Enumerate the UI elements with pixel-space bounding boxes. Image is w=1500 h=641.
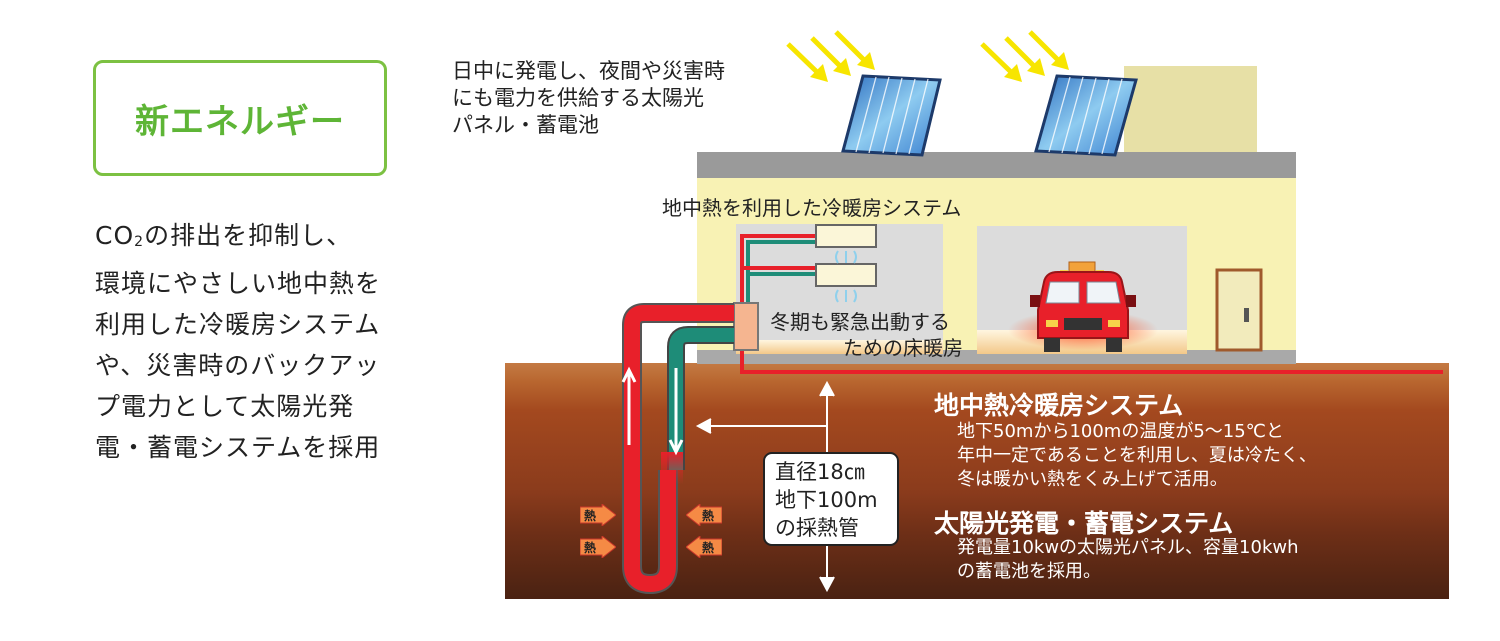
solar-note-line: パネル・蓄電池	[452, 113, 599, 137]
ac-unit	[815, 224, 877, 248]
solar-note-line: にも電力を供給する太陽光	[452, 86, 704, 110]
description-text: の排出を抑制し、	[144, 221, 353, 250]
geothermal-title: 地中熱冷暖房システム	[934, 391, 1184, 420]
depth-arrow-head-top	[819, 380, 835, 397]
solar-panel	[841, 74, 942, 157]
description-line: 利用した冷暖房システム	[95, 310, 381, 339]
door[interactable]	[1215, 268, 1263, 352]
solar-description: 発電量10kwの太陽光パネル、容量10kwh の蓄電池を採用。	[957, 536, 1299, 584]
office-floor	[736, 340, 943, 354]
heat-arrow-icon: 熱	[580, 504, 616, 526]
geothermal-description: 地下50mから100mの温度が5～15℃と 年中一定であることを利用し、夏は冷た…	[957, 420, 1317, 492]
geothermal-line: 年中一定であることを利用し、夏は冷たく、	[957, 445, 1317, 466]
floor-heating-pipe	[740, 350, 1443, 374]
flow-arrow-up	[621, 366, 637, 445]
solar-note-line: 日中に発電し、夜間や災害時	[452, 59, 725, 83]
pipe-info-line: の採熱管	[775, 516, 859, 540]
solar-title: 太陽光発電・蓄電システム	[934, 509, 1234, 538]
pipe-transition	[661, 452, 683, 484]
door-handle	[1244, 308, 1249, 322]
title-box: 新エネルギー	[93, 60, 387, 176]
solar-panel	[1034, 74, 1138, 157]
description-subscript: 2	[134, 234, 145, 250]
geothermal-line: 地下50mから100mの温度が5～15℃と	[957, 421, 1284, 442]
sun-arrows	[786, 30, 1069, 82]
hot-pipe-house	[740, 234, 818, 311]
page-title: 新エネルギー	[135, 101, 345, 142]
pipe-info-box: 直径18㎝ 地下100m の採熱管	[763, 452, 899, 546]
description-line: プ電力として太陽光発	[95, 392, 355, 421]
solar-line: 発電量10kwの太陽光パネル、容量10kwh	[957, 537, 1299, 558]
building-tower	[1124, 66, 1257, 166]
heat-arrow-icon: 熱	[686, 536, 722, 558]
flow-arrow-down	[668, 368, 684, 456]
geothermal-line: 冬は暖かい熱をくみ上げて活用。	[957, 469, 1228, 490]
pipe-info-line: 地下100m	[775, 488, 878, 512]
floor-heating-label: ための床暖房	[843, 336, 963, 360]
description-co: CO	[95, 221, 135, 250]
description: CO2の排出を抑制し、 環境にやさしい地中熱を 利用した冷暖房システム や、災害…	[95, 215, 395, 468]
floor-heating-label: 冬期も緊急出動する	[770, 310, 950, 334]
heat-label: 熱	[584, 509, 597, 523]
geothermal-system-label: 地中熱を利用した冷暖房システム	[662, 196, 962, 220]
heat-label: 熱	[584, 541, 597, 555]
heat-arrow-icon: 熱	[580, 536, 616, 558]
hot-ground-pipe	[624, 305, 734, 593]
cold-pipe-house	[746, 240, 818, 311]
roof	[697, 152, 1296, 178]
airflow-icon	[835, 250, 857, 303]
description-line: 環境にやさしい地中熱を	[95, 269, 382, 298]
heat-label: 熱	[702, 541, 715, 555]
depth-arrow-head-bottom	[819, 576, 835, 593]
heat-label: 熱	[702, 509, 715, 523]
cold-ground-pipe	[669, 328, 734, 470]
ac-unit	[815, 263, 877, 287]
pointer-arrow-head	[695, 418, 712, 434]
description-line: 電・蓄電システムを採用	[95, 433, 381, 462]
description-line: CO2の排出を抑制し、	[95, 215, 395, 263]
fire-truck-icon	[1030, 261, 1136, 352]
solar-note: 日中に発電し、夜間や災害時 にも電力を供給する太陽光 パネル・蓄電池	[452, 58, 725, 139]
solar-line: の蓄電池を採用。	[957, 561, 1101, 582]
heat-arrow-icon: 熱	[686, 504, 722, 526]
description-line: や、災害時のバックアッ	[95, 351, 381, 380]
pipe-info-line: 直径18㎝	[775, 460, 865, 484]
heat-pump-unit	[733, 302, 759, 351]
